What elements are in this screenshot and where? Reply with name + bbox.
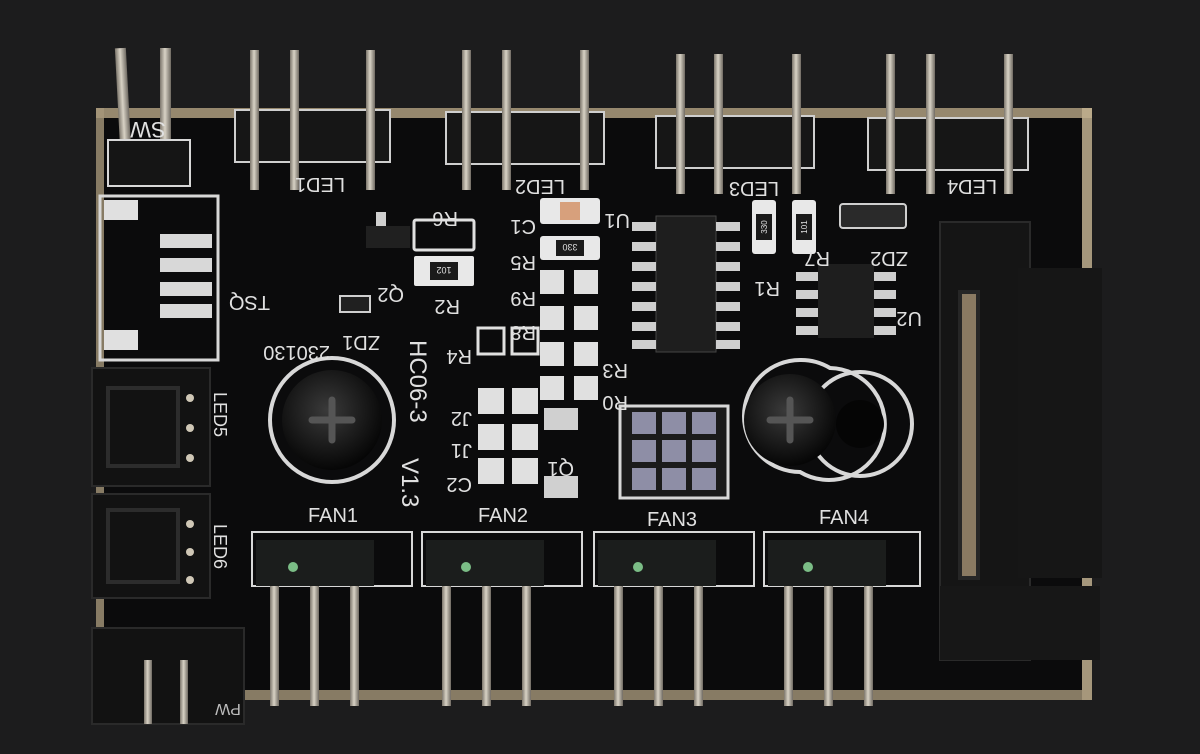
label-c2: C2 [446,473,472,495]
resistor-r5-marking: 330 [562,242,577,252]
resistor-r2-marking: 102 [436,265,451,275]
label-tsq: TSQ [229,291,270,313]
label-fan1: FAN1 [308,505,358,527]
label-sw: SW [130,117,166,142]
label-c1: C1 [510,215,536,237]
label-r7: R7 [804,247,830,269]
label-j1: J1 [451,439,472,461]
resistor-r7-marking: 101 [800,220,809,234]
fan4-connector [763,531,921,706]
label-zd1: ZD1 [342,331,380,353]
led3-header: LED3 [655,54,815,199]
label-r2: R2 [434,295,460,317]
label-u1: U1 [604,209,630,231]
u1-ic [632,215,740,353]
led5-connector [91,367,211,487]
smd-components-upper: 330 102 [339,198,600,498]
smd-components-right: 330 101 [752,200,907,338]
label-fan4: FAN4 [819,507,869,529]
label-led5: LED5 [210,392,230,437]
sata-power-connector [939,221,1102,661]
resistor-r1-marking: 330 [760,220,769,234]
label-led3: LED3 [729,177,779,199]
pw-connector: PW [91,627,245,725]
fan3-connector [593,531,755,706]
fan2-connector [421,531,583,706]
label-r1: R1 [754,277,780,299]
label-led1: LED1 [295,173,345,195]
sw-header: SW [107,47,191,187]
fan1-connector [251,531,413,706]
mounting-screw-right [742,357,914,482]
label-r5: R5 [510,251,536,273]
label-r0: R0 [602,391,628,413]
led6-connector [91,493,211,599]
label-fan3: FAN3 [647,509,697,531]
label-version: V1.3 [396,458,423,507]
label-r8: R8 [510,321,536,343]
label-model: HC06-3 [404,340,431,423]
q1-transistor [618,404,730,500]
label-led2: LED2 [515,175,565,197]
label-u2: U2 [896,307,922,329]
tsq-pads [104,200,212,350]
silkscreen-labels: FAN1 FAN2 FAN3 FAN4 LED5 LED6 TSQ ZD1 23… [210,207,922,569]
label-r4: R4 [446,345,472,367]
label-q2: Q2 [377,283,404,305]
label-j2: J2 [451,407,472,429]
label-q1: Q1 [547,457,574,479]
led2-header: LED2 [445,50,605,197]
label-fan2: FAN2 [478,505,528,527]
label-date: 230130 [263,341,330,363]
led1-header: LED1 [234,50,391,195]
label-led6: LED6 [210,524,230,569]
label-pw: PW [214,700,241,717]
mounting-screw-left [268,356,396,484]
led4-header: LED4 [867,54,1029,197]
label-led4: LED4 [947,175,997,197]
label-zd2: ZD2 [870,247,908,269]
label-r9: R9 [510,287,536,309]
label-r6: R6 [432,207,458,229]
label-r3: R3 [602,359,628,381]
